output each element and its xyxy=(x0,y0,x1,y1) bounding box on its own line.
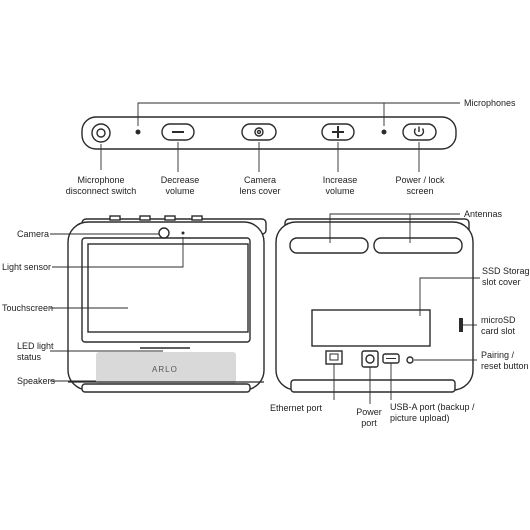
camera-cover-shape xyxy=(241,123,277,141)
label-pairing-reset: Pairing / reset button xyxy=(481,350,529,371)
label-decrease-volume: Decrease volume xyxy=(160,175,200,196)
label-usb-a-port: USB-A port (backup / picture upload) xyxy=(390,402,475,423)
ssd-slot-cover xyxy=(311,309,431,347)
speaker-grille xyxy=(96,352,236,384)
label-mic-disconnect: Microphone disconnect switch xyxy=(65,175,137,196)
camera-lens-icon xyxy=(254,127,264,137)
microsd-slot xyxy=(459,318,463,332)
camera-icon xyxy=(158,227,170,239)
front-leader-lines xyxy=(50,233,184,382)
label-camera: Camera xyxy=(17,229,50,239)
decrease-volume-button-shape xyxy=(161,123,195,141)
back-device xyxy=(275,218,474,393)
power-button-shape xyxy=(402,123,437,141)
front-device xyxy=(67,215,267,393)
back-base xyxy=(290,379,456,393)
touchscreen-panel xyxy=(87,243,249,333)
label-microsd: microSD card slot xyxy=(481,315,516,336)
mic-disconnect-switch-shape xyxy=(91,123,111,143)
front-base xyxy=(81,383,251,393)
antenna-right xyxy=(373,237,463,254)
label-camera-cover: Camera lens cover xyxy=(239,175,281,196)
label-led-status: LED light status xyxy=(17,341,54,362)
light-sensor-dot xyxy=(181,231,185,235)
power-icon xyxy=(413,128,425,137)
label-light-sensor: Light sensor xyxy=(2,262,52,272)
label-speakers: Speakers xyxy=(17,376,56,386)
label-ethernet-port: Ethernet port xyxy=(270,403,323,413)
top-leader-lines xyxy=(100,102,460,172)
pairing-button xyxy=(406,356,414,364)
label-ssd-cover: SSD Storage slot cover xyxy=(482,266,530,287)
antenna-left xyxy=(289,237,369,254)
device-logo: ARLO xyxy=(152,365,178,374)
label-power-port: Power port xyxy=(356,407,382,428)
microphone-hole-left xyxy=(135,129,141,135)
label-touchscreen: Touchscreen xyxy=(2,303,54,313)
mic-disconnect-icon xyxy=(96,128,106,138)
back-leader-lines xyxy=(329,213,480,404)
top-button-strip xyxy=(81,116,457,150)
microphone-hole-right xyxy=(381,129,387,135)
label-power-lock: Power / lock screen xyxy=(395,175,445,196)
label-increase-volume: Increase volume xyxy=(322,175,358,196)
label-antennas: Antennas xyxy=(464,209,503,219)
label-microphones: Microphones xyxy=(464,98,516,108)
increase-volume-button-shape xyxy=(321,123,355,141)
